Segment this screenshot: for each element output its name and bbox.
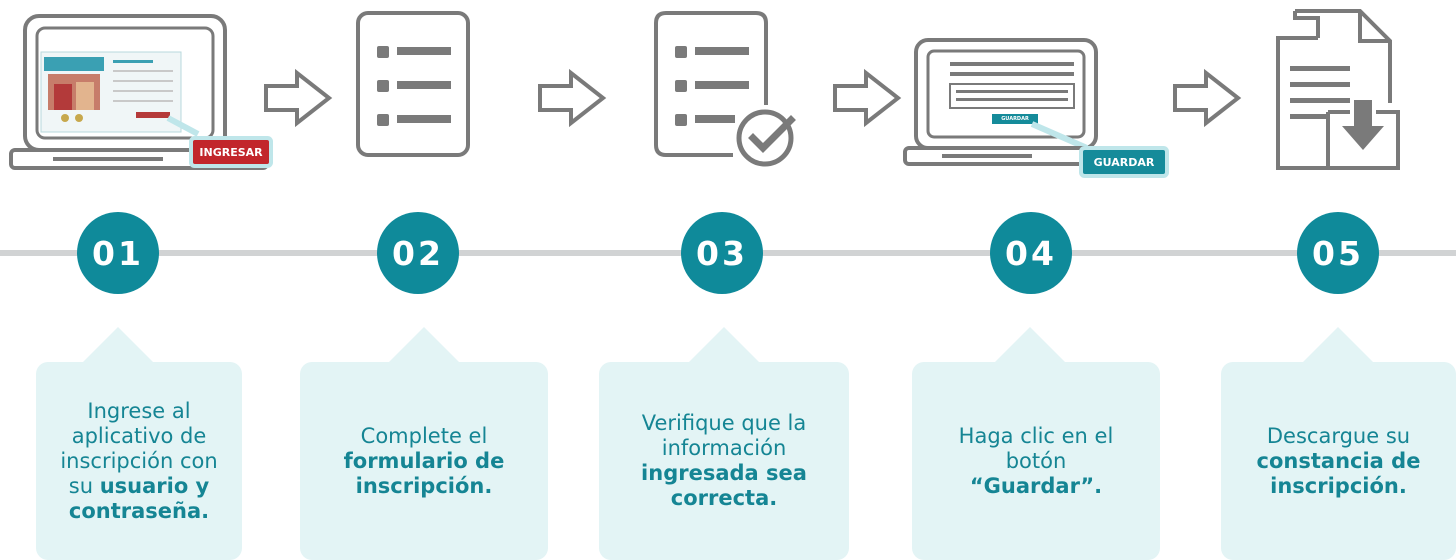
- step-text-01: Ingrese al aplicativo de inscripción con…: [56, 399, 222, 524]
- arrow-right-icon: [833, 68, 902, 128]
- step-text-bold: usuario y contraseña.: [68, 473, 210, 523]
- step-number-04: 04: [990, 212, 1072, 294]
- card-pointer: [688, 327, 760, 363]
- step-text-regular: Descargue su: [1266, 423, 1411, 448]
- document-download-icon: [1276, 9, 1400, 170]
- step-text-regular: Verifique que la información: [641, 411, 807, 460]
- step-card-05: Descargue su constancia de inscripción.: [1221, 362, 1456, 560]
- laptop-save-icon: [903, 38, 1107, 166]
- step-text-bold: formulario de inscripción.: [343, 448, 505, 498]
- step-card-02: Complete el formulario de inscripción.: [300, 362, 548, 560]
- save-mini-button: GUARDAR: [1001, 116, 1029, 122]
- step-text-regular: Haga clic en el botón: [958, 423, 1114, 473]
- step-text-04: Haga clic en el botón “Guardar”.: [956, 424, 1116, 499]
- arrow-right-icon: [264, 68, 333, 128]
- card-pointer: [1302, 327, 1374, 363]
- login-button-badge: INGRESAR: [193, 140, 269, 164]
- step-text-bold: constancia de inscripción.: [1256, 448, 1421, 498]
- step-card-04: Haga clic en el botón “Guardar”.: [912, 362, 1160, 560]
- arrow-right-icon: [538, 68, 607, 128]
- step-text-02: Complete el formulario de inscripción.: [334, 424, 514, 499]
- step-text-03: Verifique que la información ingresada s…: [639, 411, 809, 511]
- step-number-05: 05: [1297, 212, 1379, 294]
- card-pointer: [994, 327, 1066, 363]
- card-pointer: [388, 327, 460, 363]
- card-pointer: [82, 327, 154, 363]
- step-text-regular: Ingrese al aplicativo de inscripción con…: [60, 398, 218, 498]
- step-number-03: 03: [681, 212, 763, 294]
- step-number-01: 01: [77, 212, 159, 294]
- form-check-icon: [654, 11, 796, 167]
- step-text-bold: “Guardar”.: [969, 473, 1103, 498]
- step-card-03: Verifique que la información ingresada s…: [599, 362, 849, 560]
- step-text-bold: ingresada sea correcta.: [641, 461, 807, 510]
- step-number-02: 02: [377, 212, 459, 294]
- step-text-regular: Complete el: [360, 423, 488, 448]
- form-list-icon: [356, 11, 470, 157]
- step-card-01: Ingrese al aplicativo de inscripción con…: [36, 362, 242, 560]
- save-button-badge: GUARDAR: [1083, 150, 1165, 174]
- step-text-05: Descargue su constancia de inscripción.: [1244, 424, 1434, 499]
- arrow-right-icon: [1173, 68, 1242, 128]
